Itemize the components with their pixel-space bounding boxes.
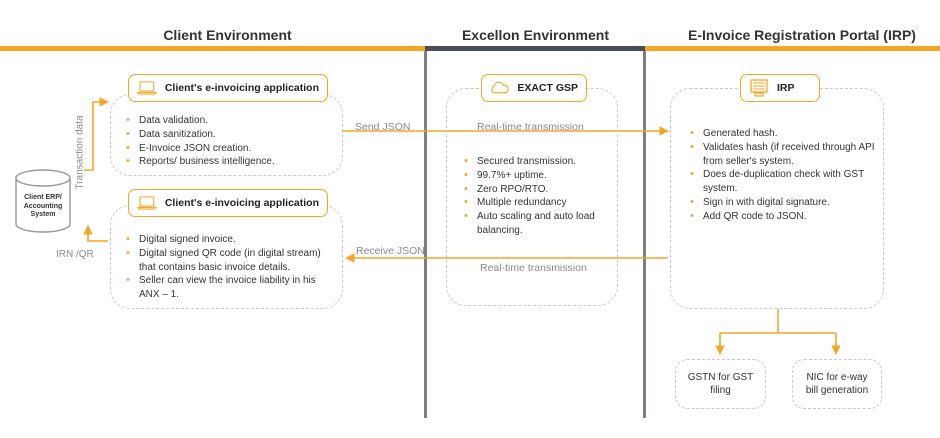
transaction-data-label: Transaction data <box>74 115 86 190</box>
database-label: Client ERP/ Accounting System <box>23 194 63 218</box>
client-app-header-2: Client's e-invoicing application <box>128 189 328 217</box>
list-item: Does de-duplication check with GST syste… <box>690 168 876 196</box>
excellon-right-divider <box>643 51 646 418</box>
cloud-icon <box>491 81 509 94</box>
list-item: Sign in with digital signature. <box>690 196 876 210</box>
excellon-left-divider <box>424 51 427 418</box>
irn-qr-arrow <box>83 225 108 242</box>
realtime-bottom-label: Real-time transmission <box>480 262 587 274</box>
list-item: Digital signed QR code (in digital strea… <box>126 247 336 275</box>
list-item: Data sanitization. <box>126 128 336 142</box>
list-item: E-Invoice JSON creation. <box>126 142 336 156</box>
header-bar-left <box>0 46 425 51</box>
irp-header: IRP <box>740 74 820 102</box>
irp-environment-title: E-Invoice Registration Portal (IRP) <box>688 27 916 43</box>
laptop-icon <box>137 81 157 95</box>
irp-list: Generated hash. Validates hash (if recei… <box>690 127 876 224</box>
excellon-environment-title: Excellon Environment <box>461 27 610 43</box>
laptop-icon <box>137 196 157 210</box>
server-icon <box>750 79 768 97</box>
client-app-title-2: Client's e-invoicing application <box>164 197 319 209</box>
client-app-list-2: Digital signed invoice. Digital signed Q… <box>126 233 336 302</box>
list-item: Seller can view the invoice liability in… <box>126 274 336 302</box>
realtime-top-label: Real-time transmission <box>477 121 584 133</box>
irp-title: IRP <box>777 82 795 94</box>
list-item: Data validation. <box>126 114 336 128</box>
list-item: Zero RPO/RTO. <box>464 183 599 197</box>
list-item: Reports/ business intelligence. <box>126 155 336 169</box>
header-bar-right <box>645 46 940 51</box>
database-icon <box>15 169 71 233</box>
transaction-data-arrow <box>84 97 109 171</box>
list-item: Validates hash (if received through API … <box>690 141 876 169</box>
send-json-label: Send JSON <box>355 121 411 133</box>
gstn-box: GSTN for GST filing <box>675 359 766 409</box>
list-item: Multiple redundancy <box>464 196 599 210</box>
client-app-header-1: Client's e-invoicing application <box>128 74 328 102</box>
list-item: Digital signed invoice. <box>126 233 336 247</box>
nic-box: NIC for e-way bill generation <box>792 359 882 409</box>
gsp-list: Secured transmission. 99.7%+ uptime. Zer… <box>464 155 599 238</box>
list-item: Auto scaling and auto load balancing. <box>464 210 599 238</box>
nic-label: NIC for e-way bill generation <box>805 372 869 396</box>
list-item: Generated hash. <box>690 127 876 141</box>
list-item: Secured transmission. <box>464 155 599 169</box>
client-app-title-1: Client's e-invoicing application <box>164 82 319 94</box>
client-environment-title: Client Environment <box>163 27 292 43</box>
irn-qr-label: IRN /QR <box>56 249 94 260</box>
gstn-label: GSTN for GST filing <box>687 372 754 396</box>
list-item: 99.7%+ uptime. <box>464 169 599 183</box>
receive-json-label: Receive JSON <box>356 245 425 257</box>
gsp-header: EXACT GSP <box>481 74 587 102</box>
client-app-list-1: Data validation. Data sanitization. E-In… <box>126 114 336 169</box>
list-item: Add QR code to JSON. <box>690 210 876 224</box>
gsp-title: EXACT GSP <box>517 82 578 94</box>
header-bar-middle <box>425 46 645 51</box>
client-erp-database: Client ERP/ Accounting System <box>10 168 76 234</box>
